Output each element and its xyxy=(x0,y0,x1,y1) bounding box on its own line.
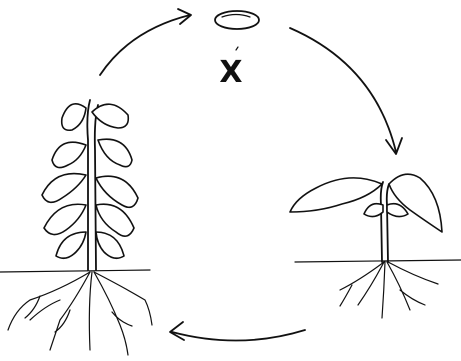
arrow-plant-to-seed xyxy=(100,9,191,75)
arrow-seedling-to-plant xyxy=(170,322,305,341)
seed-label: X xyxy=(219,55,242,90)
arrow-seed-to-seedling xyxy=(290,28,402,154)
mature-plant xyxy=(0,100,152,355)
seed xyxy=(215,11,259,50)
seedling xyxy=(290,174,461,318)
